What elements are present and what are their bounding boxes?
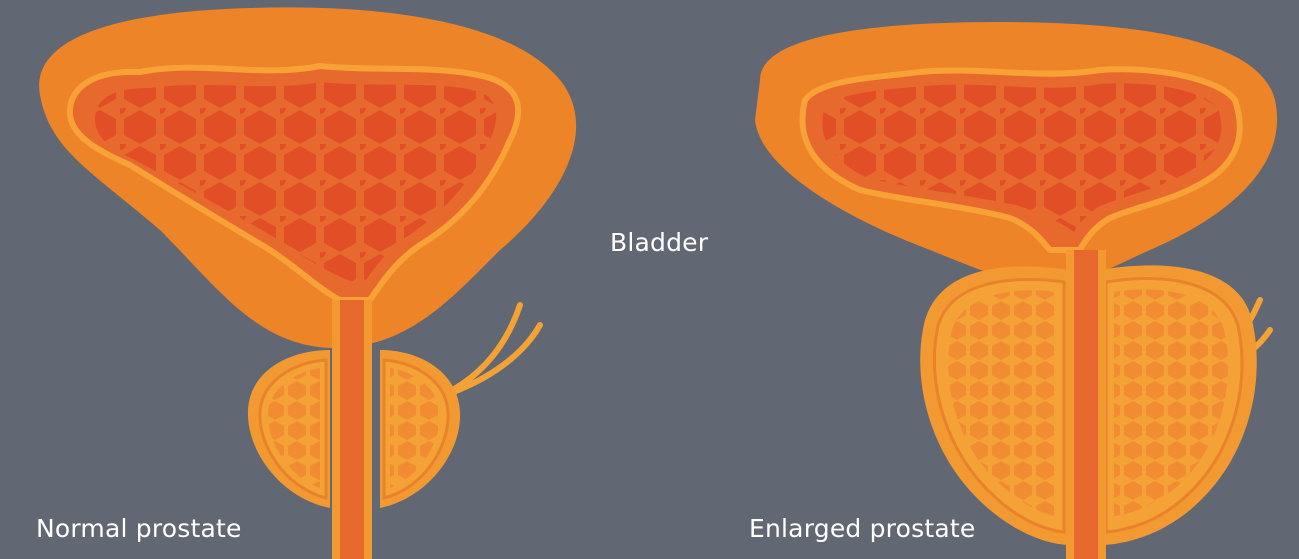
normal-prostate-label: Normal prostate [36,514,242,543]
enlarged-bladder [755,22,1277,285]
normal-prostate-illustration [39,7,576,559]
normal-bladder [39,7,576,348]
normal-urethra [332,300,372,559]
enlarged-prostate-illustration [755,22,1277,559]
enlarged-urethra [1066,250,1106,559]
bladder-label: Bladder [610,228,708,257]
enlarged-prostate-label: Enlarged prostate [749,514,975,543]
